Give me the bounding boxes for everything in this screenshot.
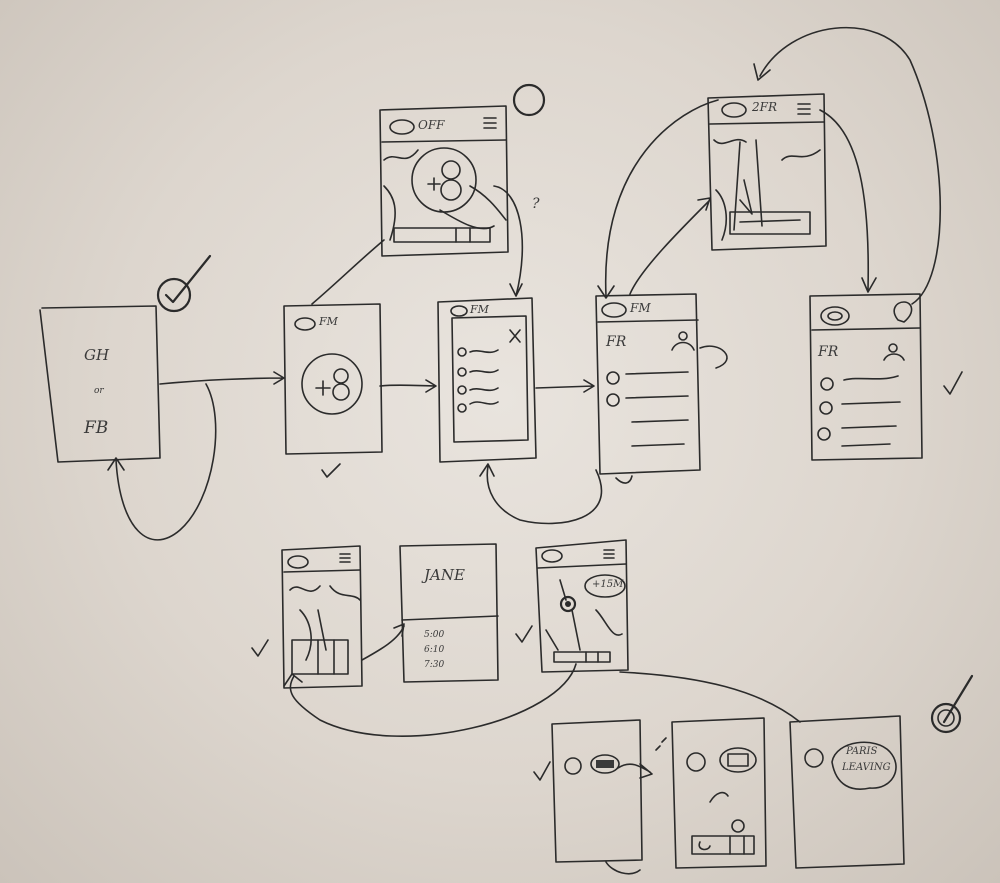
add-friend-icon	[411, 147, 477, 213]
map-2fr-status: 2FR	[752, 100, 777, 114]
message-bubble	[831, 741, 897, 790]
schedule-time-3: 7:30	[424, 660, 445, 670]
location-pin-icon	[893, 301, 913, 323]
fm-list-2-screen	[809, 293, 963, 461]
map-eta-label: +15M	[592, 579, 624, 590]
map-2fr-screen	[707, 93, 827, 251]
menu-icon	[603, 549, 615, 559]
map-off-status: OFF	[418, 118, 445, 132]
fm-start-screen	[283, 303, 383, 478]
check-icon	[251, 639, 269, 657]
detail-3-line-2: LEAVING	[842, 762, 891, 773]
eta-bubble	[584, 574, 626, 598]
detail-1-screen	[533, 719, 643, 863]
schedule-screen	[399, 543, 533, 683]
schedule-time-2: 6:10	[424, 645, 445, 655]
fm-start-label: FM	[319, 315, 338, 328]
toggle-icon	[601, 302, 627, 318]
fm-list-section: FR	[606, 334, 627, 350]
fm-select-screen	[437, 297, 537, 463]
toggle-icon	[287, 555, 309, 569]
schedule-title: JANE	[424, 566, 465, 584]
check-icon	[515, 625, 533, 643]
close-icon	[509, 329, 521, 343]
check-icon	[321, 463, 341, 478]
toggle-icon	[820, 306, 850, 326]
badge-icon	[719, 747, 757, 773]
toggle-icon	[294, 317, 316, 331]
login-screen	[39, 305, 161, 463]
schedule-time-1: 5:00	[424, 630, 445, 640]
fm-list-screen	[595, 293, 701, 475]
map-eta-screen	[535, 539, 629, 673]
map-off-screen	[379, 83, 546, 257]
detail-3-line-1: PARIS	[846, 746, 878, 757]
location-marker-icon	[559, 595, 577, 613]
menu-icon	[797, 103, 811, 115]
login-option-fb: FB	[84, 418, 109, 438]
toggle-icon	[541, 549, 563, 563]
detail-3-screen	[789, 674, 974, 869]
check-icon	[533, 761, 551, 781]
status-circle-icon	[512, 83, 546, 117]
fm-select-label: FM	[470, 303, 489, 316]
fm-list-label: FM	[630, 301, 651, 315]
badge-icon	[590, 754, 620, 774]
status-circle-icon	[930, 702, 962, 734]
flow-arrows	[107, 26, 941, 875]
toggle-icon	[389, 119, 415, 135]
question-annotation: ?	[532, 196, 540, 212]
login-check-icon	[156, 254, 212, 313]
menu-icon	[339, 553, 351, 563]
login-option-gh: GH	[84, 346, 110, 364]
detail-2-screen	[655, 717, 767, 869]
toggle-icon	[450, 305, 468, 317]
login-option-or: or	[94, 386, 104, 396]
fm-list-2-section: FR	[818, 344, 839, 360]
map-p-screen	[251, 545, 363, 689]
add-user-icon	[883, 353, 905, 361]
add-user-icon	[671, 341, 695, 351]
menu-icon	[483, 117, 497, 129]
check-icon	[943, 371, 963, 395]
add-friend-icon	[301, 353, 363, 415]
toggle-icon	[721, 102, 747, 118]
